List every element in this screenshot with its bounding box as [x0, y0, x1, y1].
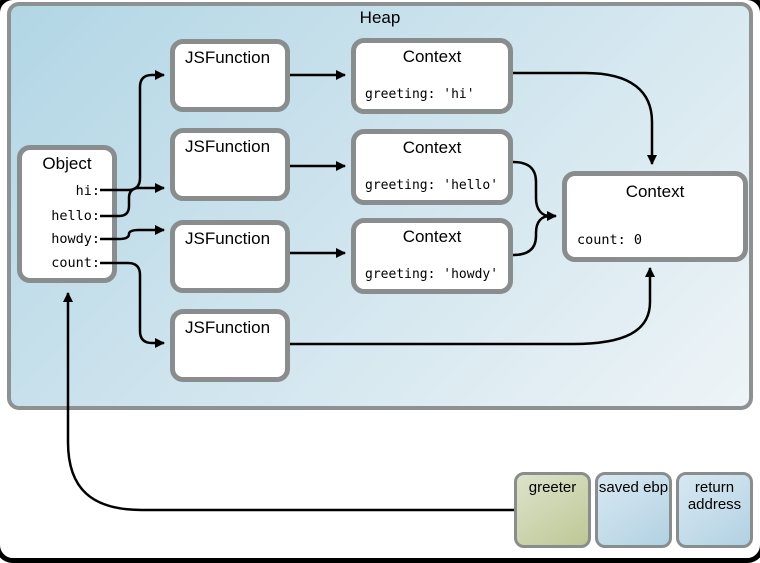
stack-slot-label: greeter	[528, 479, 577, 496]
context-title: Context	[402, 227, 462, 246]
object-prop-count: count:	[51, 255, 100, 271]
context-greeting-hi: greeting: 'hi'	[365, 87, 475, 102]
jsfunction-box-2: JSFunction	[170, 128, 290, 201]
context-box-hi: Context greeting: 'hi'	[351, 38, 513, 114]
heap-title: Heap	[359, 8, 401, 27]
stack-slot-greeter: greeter	[514, 472, 591, 548]
object-prop-hi: hi:	[75, 183, 100, 199]
jsfunction-label: JSFunction	[185, 229, 271, 248]
object-prop-hello: hello:	[51, 208, 100, 224]
context-title: Context	[402, 47, 462, 66]
jsfunction-box-1: JSFunction	[170, 39, 290, 112]
context-greeting-hello: greeting: 'hello'	[365, 178, 499, 193]
jsfunction-label: JSFunction	[185, 137, 271, 156]
jsfunction-box-4: JSFunction	[170, 309, 290, 382]
stack-slot-label: saved ebp	[598, 479, 669, 496]
jsfunction-label: JSFunction	[185, 318, 271, 337]
context-title: Context	[402, 138, 462, 157]
context-box-shared: Context count: 0	[562, 171, 748, 262]
context-greeting-howdy: greeting: 'howdy'	[365, 267, 499, 282]
object-box: Object hi: hello: howdy: count:	[17, 145, 117, 283]
context-box-hello: Context greeting: 'hello'	[351, 129, 513, 205]
jsfunction-label: JSFunction	[185, 48, 271, 67]
stack-slot-saved-ebp: saved ebp	[595, 472, 672, 548]
object-prop-howdy: howdy:	[51, 231, 100, 247]
stack-slot-label: return address	[687, 479, 742, 513]
object-box-title: Object	[42, 154, 92, 173]
context-box-howdy: Context greeting: 'howdy'	[351, 218, 513, 294]
jsfunction-box-3: JSFunction	[170, 220, 290, 293]
context-count-value: count: 0	[577, 232, 643, 248]
stack-slot-return-address: return address	[676, 472, 753, 548]
context-title: Context	[625, 182, 685, 201]
